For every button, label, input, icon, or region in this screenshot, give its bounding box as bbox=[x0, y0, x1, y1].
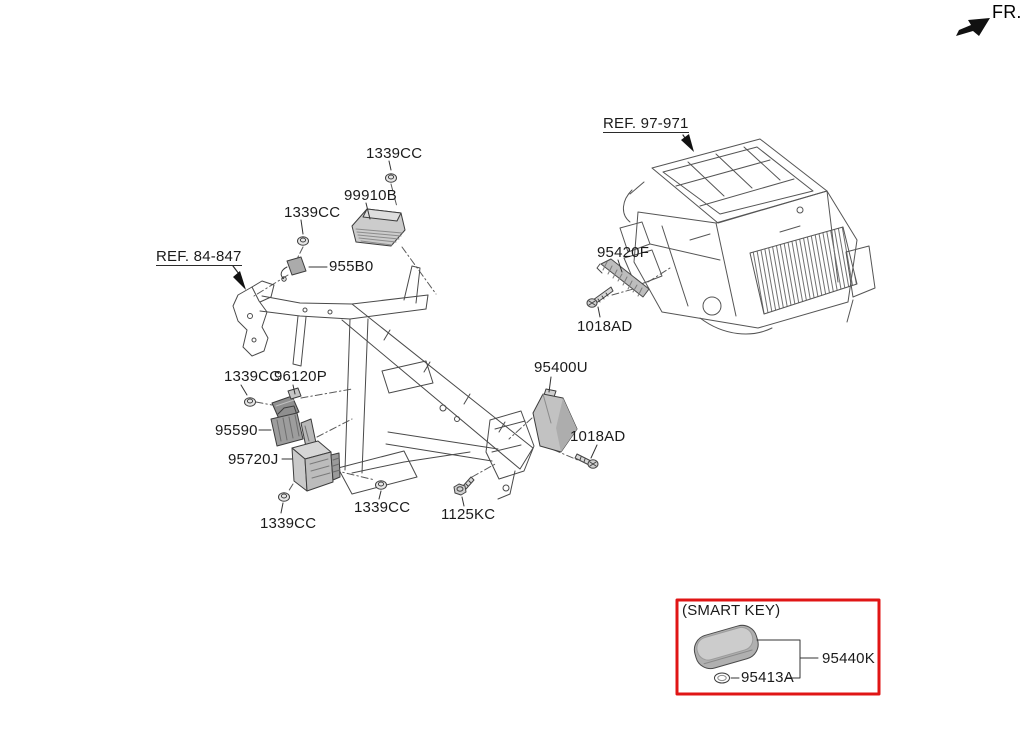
part-label-95440k: 95440K bbox=[822, 650, 875, 667]
part-label-1339cc-upper-left: 1339CC bbox=[284, 204, 341, 221]
nut-1339cc-icon-2 bbox=[297, 236, 309, 246]
part-label-95590: 95590 bbox=[215, 422, 258, 439]
part-label-1339cc-mid: 1339CC bbox=[224, 368, 281, 385]
screw-1018ad-icon-2 bbox=[574, 453, 599, 469]
crossmember-drawing bbox=[232, 265, 535, 500]
part-label-1125kc: 1125KC bbox=[441, 506, 496, 523]
smart-key-box-title: (SMART KEY) bbox=[682, 602, 781, 619]
nut-1339cc-icon-1 bbox=[385, 173, 397, 183]
part-label-95400u: 95400U bbox=[534, 359, 588, 376]
nut-1339cc-icon-3 bbox=[244, 397, 256, 407]
leader-lines bbox=[240, 160, 623, 514]
screw-1018ad-icon-1 bbox=[586, 286, 614, 308]
module-99910b-drawing bbox=[351, 208, 406, 247]
part-label-1018ad-ecu: 1018AD bbox=[570, 428, 626, 445]
module-95590-drawing bbox=[270, 405, 317, 448]
module-95400u-drawing bbox=[532, 388, 578, 453]
relay-955b0-drawing bbox=[280, 256, 307, 282]
part-label-96120p: 96120P bbox=[274, 368, 327, 385]
fr-orientation-label: FR. bbox=[992, 2, 1022, 22]
antenna-95420f-drawing bbox=[596, 258, 650, 298]
part-label-95720j: 95720J bbox=[228, 451, 279, 468]
ref-label-84-847: REF. 84-847 bbox=[156, 248, 242, 266]
ref-arrow-84-847 bbox=[232, 265, 246, 290]
smart-key-callout-lines bbox=[730, 639, 819, 679]
ref-arrow-97-971 bbox=[681, 134, 694, 152]
smart-key-highlight-box bbox=[675, 598, 881, 696]
nut-1339cc-icon-5 bbox=[375, 480, 387, 490]
part-label-99910b: 99910B bbox=[344, 187, 397, 204]
battery-95413a-icon bbox=[714, 672, 730, 684]
module-95720j-drawing bbox=[291, 440, 341, 492]
ref-label-97-971: REF. 97-971 bbox=[603, 115, 689, 133]
hvac-unit-drawing bbox=[619, 138, 876, 335]
part-label-1018ad-hvac: 1018AD bbox=[577, 318, 633, 335]
bolt-1125kc-icon bbox=[453, 476, 475, 496]
part-label-95420f: 95420F bbox=[597, 244, 650, 261]
part-label-955b0: 955B0 bbox=[329, 258, 374, 275]
part-label-1339cc-top: 1339CC bbox=[366, 145, 423, 162]
part-label-1339cc-bottom-mid: 1339CC bbox=[354, 499, 411, 516]
part-label-1339cc-bottom-left: 1339CC bbox=[260, 515, 317, 532]
fr-arrow-icon bbox=[956, 18, 990, 36]
smart-key-fob-drawing bbox=[693, 624, 759, 670]
part-label-95413a: 95413A bbox=[741, 669, 794, 686]
nut-1339cc-icon-4 bbox=[278, 492, 290, 502]
